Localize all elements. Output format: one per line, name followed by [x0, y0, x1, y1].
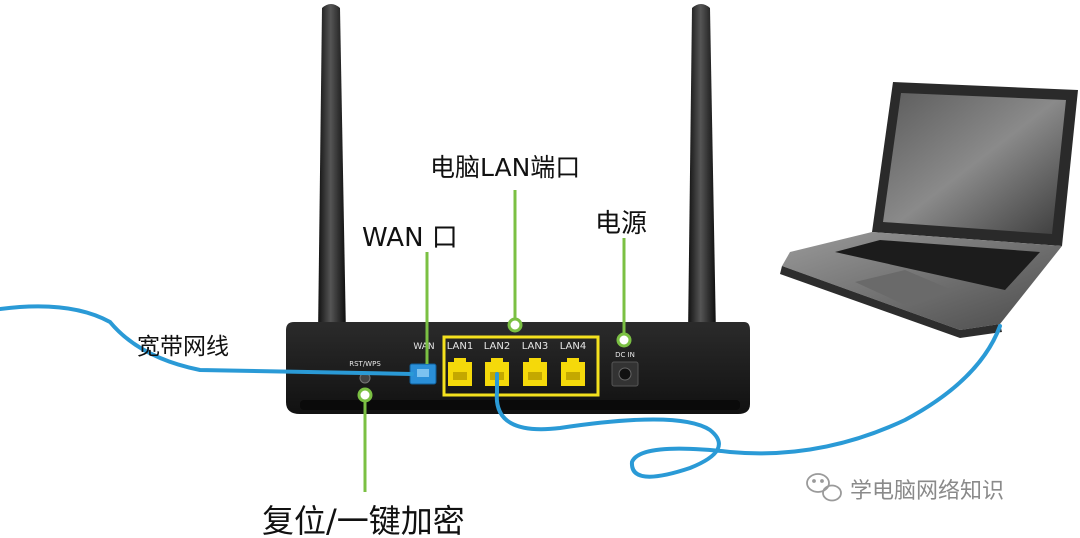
lan-ports-label: 电脑LAN端口	[430, 153, 580, 182]
wechat-icon	[806, 473, 842, 502]
lan-port-1	[448, 358, 472, 386]
power-label: 电源	[595, 209, 647, 239]
lan4-label: LAN4	[560, 341, 586, 352]
reset-wps-label: 复位/一键加密	[262, 502, 465, 538]
lan-highlight-box	[442, 335, 600, 397]
broadband-cable-label: 宽带网线	[137, 334, 229, 360]
callout-reset	[357, 387, 373, 492]
lan-cable-to-laptop	[494, 324, 1002, 479]
lan-port-4	[561, 358, 585, 386]
wan-port-callout-label: WAN 口	[362, 223, 458, 253]
lan2-label: LAN2	[484, 341, 510, 352]
callout-lan	[507, 190, 523, 333]
laptop	[780, 82, 1078, 338]
wan-port-label: WAN	[413, 342, 434, 352]
lan1-label: LAN1	[447, 341, 473, 352]
watermark-text: 学电脑网络知识	[850, 479, 1004, 504]
lan3-label: LAN3	[522, 341, 548, 352]
laptop-screen	[883, 93, 1066, 234]
router: RST/WPS WAN LAN1 LAN2 LAN3 LAN4 DC IN	[286, 322, 750, 414]
broadband-cable	[0, 304, 414, 376]
rst-wps-label: RST/WPS	[349, 360, 381, 368]
laptop-touchpad	[855, 270, 952, 304]
router-body	[286, 322, 750, 414]
lan-port-3	[523, 358, 547, 386]
laptop-keyboard	[835, 240, 1040, 290]
laptop-front-edge	[780, 266, 1002, 338]
watermark: 学电脑网络知识	[806, 473, 1004, 504]
callout-power	[616, 238, 632, 348]
dc-in-jack	[611, 361, 639, 387]
dc-in-label: DC IN	[615, 351, 635, 359]
